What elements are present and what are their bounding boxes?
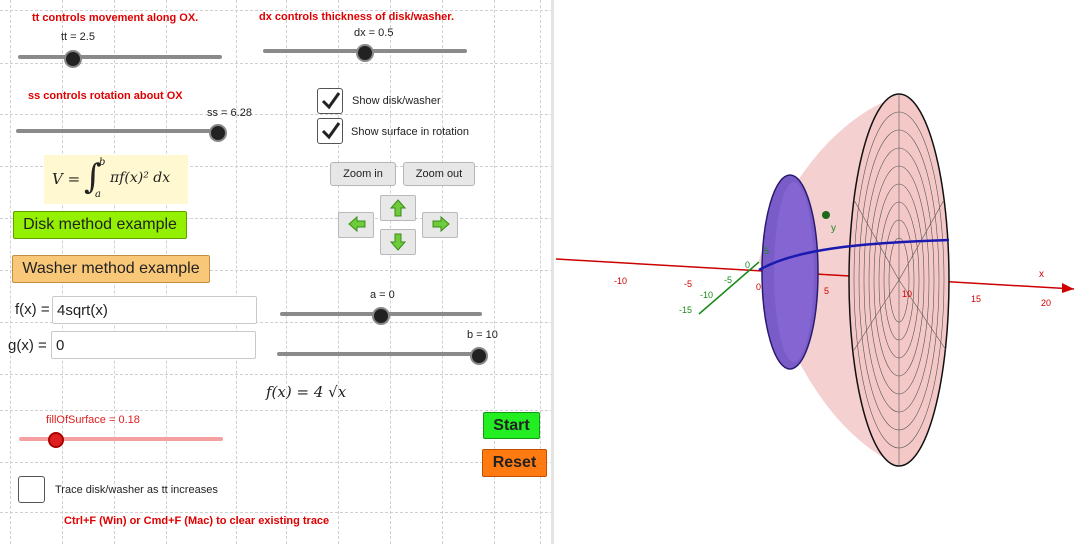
trace-label: Trace disk/washer as tt increases: [55, 484, 218, 496]
f-input[interactable]: 4sqrt(x): [52, 296, 257, 324]
show-disk-label: Show disk/washer: [352, 95, 441, 107]
grid-line: [0, 462, 553, 463]
grid-line: [338, 0, 339, 544]
dx-slider-knob[interactable]: [356, 44, 374, 62]
volume-formula: V = ∫ b a πf(x)² dx: [44, 155, 188, 204]
grid-line: [236, 0, 237, 544]
grid-line: [0, 374, 553, 375]
pan-down-button[interactable]: [380, 229, 416, 255]
check-icon: [321, 122, 341, 140]
fill-slider-knob[interactable]: [47, 432, 64, 448]
grid-line: [0, 410, 553, 411]
washer-method-button[interactable]: Washer method example: [12, 255, 210, 283]
ss-slider-knob[interactable]: [209, 124, 227, 142]
grid-line: [0, 322, 553, 323]
grid-line: [0, 218, 553, 219]
b-slider-track[interactable]: [277, 352, 479, 356]
check-icon: [321, 92, 341, 110]
arrow-right-icon: [432, 216, 450, 232]
integrand: πf(x)² dx: [110, 170, 171, 186]
pan-left-button[interactable]: [338, 212, 374, 238]
g-input[interactable]: 0: [51, 331, 256, 359]
a-slider-label: a = 0: [370, 289, 395, 301]
pan-up-button[interactable]: [380, 195, 416, 221]
tick-label-y: -5: [724, 275, 732, 285]
ss-title: ss controls rotation about OX: [28, 90, 183, 102]
grid-line: [0, 270, 553, 271]
formula-v: V =: [52, 170, 81, 188]
fill-slider-label: fillOfSurface = 0.18: [46, 414, 140, 426]
controls-panel: [0, 0, 553, 544]
dx-slider-label: dx = 0.5: [354, 27, 394, 39]
point-marker[interactable]: [822, 211, 830, 219]
clear-trace-hint: Ctrl+F (Win) or Cmd+F (Mac) to clear exi…: [64, 515, 330, 527]
reset-button[interactable]: Reset: [482, 449, 547, 477]
fill-slider-track[interactable]: [19, 437, 223, 441]
dx-title: dx controls thickness of disk/washer.: [259, 11, 455, 23]
tick-label-zero: 0: [745, 260, 750, 270]
integral-lower: a: [95, 189, 101, 200]
arrow-left-icon: [348, 216, 366, 232]
function-curve: [758, 238, 950, 272]
tick-label-x: 10: [902, 289, 912, 299]
grid-line: [0, 512, 553, 513]
tick-label-z: 5: [764, 246, 769, 256]
tt-title: tt controls movement along OX.: [32, 12, 199, 24]
show-disk-checkbox[interactable]: [317, 88, 343, 114]
x-axis-arrow: [1062, 283, 1074, 293]
g-input-label: g(x) =: [8, 337, 47, 354]
grid-line: [390, 0, 391, 544]
disk-method-button[interactable]: Disk method example: [13, 211, 187, 239]
fx-display: f(x) = 4 √x: [266, 383, 347, 401]
trace-checkbox[interactable]: [18, 476, 45, 503]
tick-label-y: -15: [679, 305, 692, 315]
f-input-label: f(x) =: [15, 301, 50, 318]
grid-line: [0, 63, 553, 64]
arrow-down-icon: [390, 233, 406, 251]
grid-line: [10, 0, 11, 544]
pan-right-button[interactable]: [422, 212, 458, 238]
ss-slider-track[interactable]: [16, 129, 218, 133]
y-axis-label: y: [831, 223, 836, 234]
grid-line: [442, 0, 443, 544]
disk-face: [774, 182, 814, 362]
b-slider-label: b = 10: [467, 329, 498, 341]
grid-line: [286, 0, 287, 544]
grid-line: [540, 0, 541, 544]
x-axis-label: x: [1039, 269, 1044, 280]
tick-label-zero: 0: [756, 282, 761, 292]
integral-sign: ∫: [84, 157, 102, 197]
tick-label-x: 5: [824, 286, 829, 296]
show-surface-label: Show surface in rotation: [351, 126, 470, 138]
integral-upper: b: [99, 157, 106, 168]
show-surface-checkbox[interactable]: [317, 118, 343, 144]
b-slider-knob[interactable]: [470, 347, 488, 365]
grid-line: [494, 0, 495, 544]
y-axis: [698, 261, 760, 315]
tick-label-x: 20: [1041, 298, 1051, 308]
zoom-out-button[interactable]: Zoom out: [403, 162, 475, 186]
zoom-in-button[interactable]: Zoom in: [330, 162, 396, 186]
tt-slider-label: tt = 2.5: [61, 31, 95, 43]
tick-label-x: -10: [614, 276, 627, 286]
tick-label-x: 15: [971, 294, 981, 304]
grid-line: [0, 114, 553, 115]
tt-slider-track[interactable]: [18, 55, 222, 59]
tt-slider-knob[interactable]: [64, 50, 83, 68]
end-disk-rings: [853, 94, 947, 466]
ss-slider-label: ss = 6.28: [207, 107, 252, 119]
a-slider-knob[interactable]: [372, 307, 390, 325]
grid-line: [0, 10, 553, 11]
start-button[interactable]: Start: [483, 412, 540, 439]
tick-label-x: -5: [684, 279, 692, 289]
graphics-3d-view[interactable]: -10 -5 5 10 15 20 x 0 0 -5 -10 -15 5 y: [554, 0, 1080, 544]
panel-divider[interactable]: [551, 0, 554, 544]
tick-label-y: -10: [700, 290, 713, 300]
grid-line: [0, 166, 553, 167]
arrow-up-icon: [390, 199, 406, 217]
